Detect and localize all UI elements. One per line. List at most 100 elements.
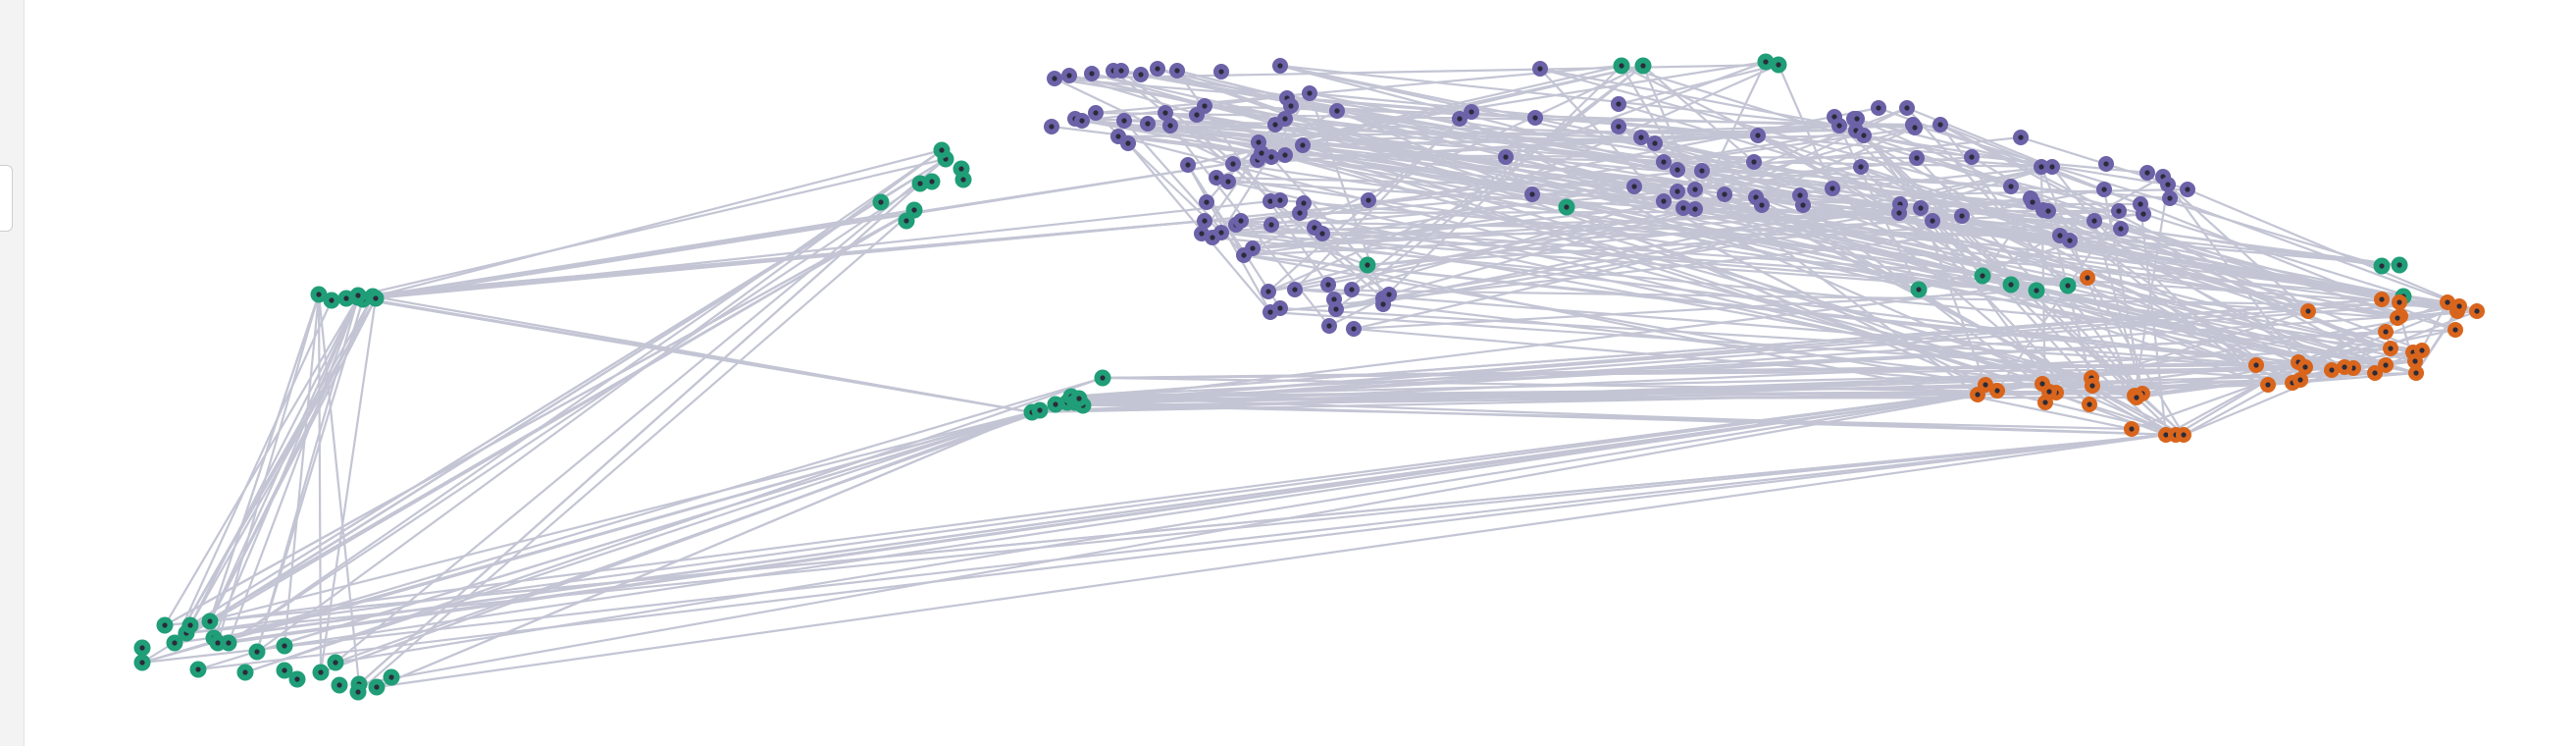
green-node[interactable] <box>331 676 348 694</box>
orange-node[interactable] <box>2300 303 2316 319</box>
purple-node[interactable] <box>2160 177 2176 192</box>
purple-node[interactable] <box>1754 197 1770 213</box>
purple-node[interactable] <box>1267 117 1283 133</box>
purple-node[interactable] <box>1694 163 1710 179</box>
purple-node[interactable] <box>1675 200 1691 216</box>
green-node[interactable] <box>368 678 386 696</box>
purple-node[interactable] <box>1321 318 1337 334</box>
purple-node[interactable] <box>1611 96 1626 112</box>
purple-node[interactable] <box>2044 159 2060 175</box>
green-node[interactable] <box>1634 57 1652 75</box>
orange-node[interactable] <box>2378 324 2394 340</box>
purple-node[interactable] <box>1647 135 1663 151</box>
orange-node[interactable] <box>1978 377 1993 393</box>
purple-node[interactable] <box>1044 119 1059 134</box>
purple-node[interactable] <box>1180 157 1196 173</box>
green-node[interactable] <box>276 637 293 655</box>
orange-node[interactable] <box>2293 372 2308 388</box>
orange-node[interactable] <box>2324 362 2340 378</box>
orange-node[interactable] <box>2383 341 2398 356</box>
orange-node[interactable] <box>2082 397 2097 412</box>
purple-node[interactable] <box>1871 100 1886 116</box>
purple-node[interactable] <box>1061 68 1077 83</box>
green-node[interactable] <box>327 654 344 671</box>
green-node[interactable] <box>1558 198 1575 216</box>
orange-node[interactable] <box>2248 357 2264 373</box>
purple-node[interactable] <box>1150 61 1165 77</box>
purple-node[interactable] <box>1272 192 1288 208</box>
purple-node[interactable] <box>1856 128 1872 143</box>
orange-node[interactable] <box>2451 298 2467 314</box>
purple-node[interactable] <box>1225 156 1241 172</box>
purple-node[interactable] <box>1047 71 1062 86</box>
green-node[interactable] <box>2002 276 2020 293</box>
purple-node[interactable] <box>2139 165 2155 181</box>
orange-node[interactable] <box>2367 365 2383 381</box>
green-node[interactable] <box>2028 282 2045 299</box>
purple-node[interactable] <box>2180 182 2195 197</box>
purple-node[interactable] <box>1909 150 1925 166</box>
green-node[interactable] <box>156 616 174 634</box>
purple-node[interactable] <box>1633 130 1649 145</box>
purple-node[interactable] <box>1113 63 1129 79</box>
green-node[interactable] <box>1359 256 1376 274</box>
orange-node[interactable] <box>2041 384 2057 400</box>
green-node[interactable] <box>2373 257 2391 275</box>
purple-node[interactable] <box>1233 213 1249 229</box>
purple-node[interactable] <box>1140 116 1156 132</box>
green-node[interactable] <box>923 173 941 190</box>
purple-node[interactable] <box>1314 226 1330 241</box>
purple-node[interactable] <box>2034 159 2049 175</box>
purple-node[interactable] <box>1213 64 1229 80</box>
orange-node[interactable] <box>2378 357 2394 373</box>
purple-node[interactable] <box>1236 247 1252 263</box>
purple-node[interactable] <box>1110 129 1126 144</box>
purple-node[interactable] <box>1532 61 1548 77</box>
purple-node[interactable] <box>1717 186 1732 202</box>
purple-node[interactable] <box>2162 190 2178 206</box>
green-node[interactable] <box>189 661 207 678</box>
purple-node[interactable] <box>2062 233 2078 248</box>
purple-node[interactable] <box>1302 85 1317 101</box>
purple-node[interactable] <box>2003 179 2019 194</box>
green-node[interactable] <box>2059 277 2077 294</box>
purple-node[interactable] <box>1088 105 1104 121</box>
purple-node[interactable] <box>1656 193 1672 209</box>
purple-node[interactable] <box>1524 186 1540 202</box>
purple-node[interactable] <box>1687 182 1703 197</box>
green-node[interactable] <box>310 286 328 303</box>
green-node[interactable] <box>248 643 266 661</box>
purple-node[interactable] <box>1261 284 1276 299</box>
purple-node[interactable] <box>1328 301 1344 317</box>
orange-node[interactable] <box>2374 292 2390 307</box>
purple-node[interactable] <box>1346 321 1362 337</box>
purple-node[interactable] <box>1254 145 1269 161</box>
orange-node[interactable] <box>2392 294 2407 310</box>
purple-node[interactable] <box>2113 221 2129 237</box>
orange-node[interactable] <box>2407 353 2423 369</box>
purple-node[interactable] <box>1296 195 1312 211</box>
purple-node[interactable] <box>1262 304 1278 320</box>
green-node[interactable] <box>236 664 254 681</box>
green-node[interactable] <box>1770 56 1787 74</box>
purple-node[interactable] <box>1162 118 1178 133</box>
purple-node[interactable] <box>1283 98 1299 114</box>
purple-node[interactable] <box>2025 194 2040 210</box>
green-node[interactable] <box>288 670 306 688</box>
green-node[interactable] <box>1031 401 1049 419</box>
green-node[interactable] <box>349 287 367 304</box>
purple-node[interactable] <box>1792 187 1808 203</box>
purple-node[interactable] <box>1084 66 1100 81</box>
green-node[interactable] <box>954 171 972 188</box>
purple-node[interactable] <box>1199 194 1214 210</box>
green-node[interactable] <box>898 212 915 230</box>
purple-node[interactable] <box>1656 154 1672 170</box>
purple-node[interactable] <box>1670 184 1685 199</box>
orange-node[interactable] <box>2129 390 2144 405</box>
purple-node[interactable] <box>1158 105 1173 121</box>
purple-node[interactable] <box>2040 203 2056 219</box>
green-node[interactable] <box>201 613 219 630</box>
green-node[interactable] <box>1613 57 1630 75</box>
green-node[interactable] <box>933 141 951 159</box>
purple-node[interactable] <box>1932 117 1948 133</box>
